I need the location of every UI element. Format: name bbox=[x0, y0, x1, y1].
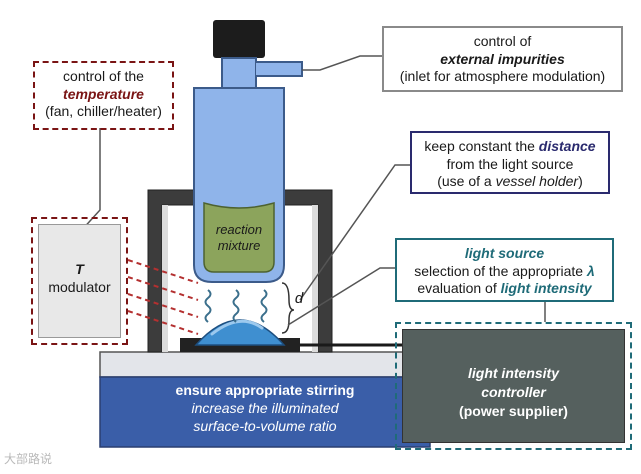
distance-callout: keep constant the distance from the ligh… bbox=[410, 131, 610, 194]
light-source-line2: selection of the appropriate λ bbox=[397, 263, 612, 281]
heat-line-1 bbox=[127, 259, 199, 284]
holder-inner-left bbox=[162, 205, 168, 352]
distance-line1-pre: keep constant the bbox=[424, 138, 539, 154]
connector-lines bbox=[79, 55, 546, 326]
impurities-callout: control of external impurities (inlet fo… bbox=[382, 26, 623, 92]
led-dome bbox=[194, 319, 286, 346]
light-intensity-controller: light intensity controller (power suppli… bbox=[395, 322, 632, 450]
modulator-inner: T modulator bbox=[38, 224, 121, 338]
stirring-line2: increase the illuminated bbox=[191, 400, 339, 417]
modulator-text: modulator bbox=[48, 278, 111, 295]
controller-line2: controller bbox=[481, 383, 546, 400]
distance-line3-post: ) bbox=[578, 173, 583, 189]
temperature-line3: (fan, chiller/heater) bbox=[45, 103, 162, 119]
connector-distance bbox=[299, 164, 410, 301]
led-dome-highlight bbox=[210, 319, 264, 336]
temperature-modulator: T modulator bbox=[31, 217, 128, 345]
stirring-text: ensure appropriate stirring increase the… bbox=[100, 381, 430, 436]
impurities-line1: control of bbox=[473, 33, 532, 49]
controller-line3: (power supplier) bbox=[459, 402, 568, 419]
distance-line2: from the light source bbox=[446, 155, 574, 172]
reaction-line2: mixture bbox=[217, 237, 261, 253]
impurities-line3: (inlet for atmosphere modulation) bbox=[399, 68, 606, 84]
lambda-symbol: λ bbox=[586, 262, 595, 279]
vessel-neck bbox=[221, 57, 257, 89]
gas-inlet bbox=[256, 61, 303, 77]
distance-symbol-text: d bbox=[294, 290, 304, 307]
temperature-emphasis: temperature bbox=[63, 85, 144, 102]
reaction-mixture-label: reaction mixture bbox=[204, 222, 274, 253]
distance-line1: keep constant the distance bbox=[412, 138, 608, 156]
stir-wave-1 bbox=[204, 289, 212, 323]
modulator-symbol: T bbox=[75, 261, 84, 277]
stirring-waves bbox=[204, 289, 268, 323]
heat-lines bbox=[127, 259, 199, 335]
reaction-mixture-fill bbox=[203, 202, 275, 273]
stir-wave-3 bbox=[260, 289, 268, 323]
impurities-emphasis: external impurities bbox=[440, 50, 565, 67]
watermark: 大部路说 bbox=[4, 452, 114, 467]
controller-body: light intensity controller (power suppli… bbox=[402, 329, 625, 443]
temperature-callout: control of the temperature (fan, chiller… bbox=[33, 61, 174, 130]
heat-line-3 bbox=[127, 293, 199, 318]
distance-line3-em: vessel holder bbox=[495, 173, 579, 189]
light-intensity-em: light intensity bbox=[500, 280, 592, 296]
distance-bracket bbox=[281, 282, 295, 334]
connector-impurities bbox=[302, 55, 382, 71]
heat-line-4 bbox=[127, 310, 199, 335]
reaction-line1: reaction bbox=[215, 222, 263, 237]
vessel-cap bbox=[213, 20, 265, 58]
stirrer-base-top bbox=[99, 351, 431, 378]
distance-symbol: d bbox=[292, 290, 306, 309]
light-source-line3-pre: evaluation of bbox=[417, 280, 501, 296]
distance-line3: (use of a vessel holder) bbox=[412, 173, 608, 191]
light-source-callout: light source selection of the appropriat… bbox=[395, 238, 614, 302]
distance-line3-pre: (use of a bbox=[437, 173, 496, 189]
light-source-title: light source bbox=[464, 245, 545, 261]
light-source-line2-pre: selection of the appropriate bbox=[414, 262, 587, 279]
stirrer-base bbox=[99, 376, 431, 448]
stir-wave-2 bbox=[232, 289, 240, 323]
temperature-line1: control of the bbox=[63, 68, 144, 84]
heat-line-2 bbox=[127, 276, 199, 301]
watermark-text: 大部路说 bbox=[4, 452, 53, 466]
stirring-line1: ensure appropriate stirring bbox=[175, 382, 355, 398]
stirring-line3: surface-to-volume ratio bbox=[193, 418, 337, 435]
connector-light bbox=[287, 267, 395, 326]
controller-line1: light intensity bbox=[468, 365, 559, 381]
distance-emphasis: distance bbox=[538, 138, 596, 154]
light-source-line3: evaluation of light intensity bbox=[397, 280, 612, 298]
